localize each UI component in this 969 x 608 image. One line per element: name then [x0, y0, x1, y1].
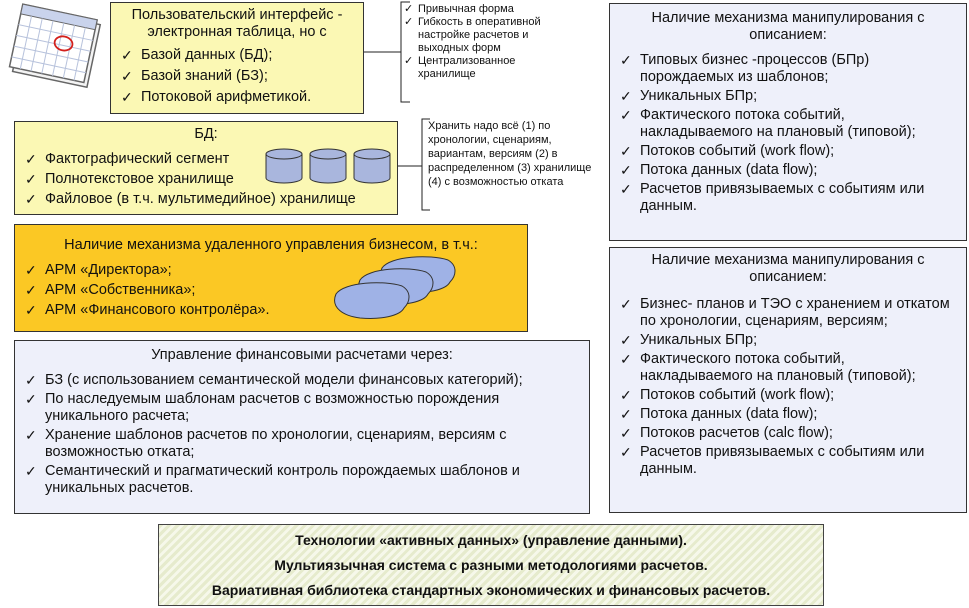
- list-item: АРМ «Собственника»;: [21, 282, 521, 299]
- user-workstation-cloud-icon: [334, 256, 456, 319]
- list-item: Потока данных (data flow);: [616, 162, 960, 179]
- list-item: АРМ «Финансового контролёра».: [21, 302, 521, 319]
- ui-note: Привычная форма Гибкость в оперативной н…: [402, 3, 572, 81]
- list-item: Базой данных (БД);: [117, 47, 357, 64]
- db-title: БД:: [194, 126, 218, 142]
- calendar-icon: [8, 3, 102, 89]
- list-item: Уникальных БПр;: [616, 88, 960, 105]
- technologies-line-1: Технологии «активных данных» (управление…: [295, 532, 687, 548]
- list-item: Фактографический сегмент: [21, 151, 391, 168]
- list-item: Бизнес- планов и ТЭО с хранением и откат…: [616, 296, 960, 330]
- mechanism-1-list: Типовых бизнес -процессов (БПр) порождае…: [616, 52, 960, 215]
- list-item: Полнотекстовое хранилище: [21, 171, 391, 188]
- list-item: Привычная форма: [402, 3, 572, 16]
- list-item: Гибкость в оперативной настройке расчето…: [402, 16, 572, 55]
- mechanism-2-title: Наличие механизма манипулирования с опис…: [651, 252, 925, 285]
- mechanism-2-list: Бизнес- планов и ТЭО с хранением и откат…: [616, 296, 960, 478]
- mechanism-box-2: Наличие механизма манипулирования с опис…: [609, 247, 967, 513]
- fin-calc-box: Управление финансовыми расчетами через: …: [14, 340, 590, 514]
- list-item: По наследуемым шаблонам расчетов с возмо…: [21, 391, 583, 425]
- remote-management-list: АРМ «Директора»; АРМ «Собственника»; АРМ…: [21, 262, 521, 319]
- db-note-bracket: [398, 118, 430, 211]
- mechanism-1-title: Наличие механизма манипулирования с опис…: [651, 10, 925, 43]
- list-item: Потоков событий (work flow);: [616, 143, 960, 160]
- mechanism-box-1: Наличие механизма манипулирования с опис…: [609, 3, 967, 241]
- list-item: Файловое (в т.ч. мультимедийное) хранили…: [21, 191, 391, 208]
- list-item: АРМ «Директора»;: [21, 262, 521, 279]
- fin-calc-list: БЗ (с использованием семантической модел…: [21, 372, 583, 497]
- ui-interface-list: Базой данных (БД); Базой знаний (БЗ); По…: [117, 47, 357, 106]
- technologies-line-3: Вариативная библиотека стандартных эконо…: [211, 582, 771, 598]
- list-item: Потоков событий (work flow);: [616, 387, 960, 404]
- list-item: Типовых бизнес -процессов (БПр) порождае…: [616, 52, 960, 86]
- list-item: БЗ (с использованием семантической модел…: [21, 372, 583, 389]
- technologies-box: Технологии «активных данных» (управление…: [158, 524, 824, 606]
- fin-calc-title: Управление финансовыми расчетами через:: [151, 347, 453, 363]
- list-item: Фактического потока событий, накладываем…: [616, 107, 960, 141]
- list-item: Потоков расчетов (calc flow);: [616, 425, 960, 442]
- db-list: Фактографический сегмент Полнотекстовое …: [21, 151, 391, 208]
- list-item: Уникальных БПр;: [616, 332, 960, 349]
- ui-note-bracket: [364, 1, 410, 103]
- remote-management-title: Наличие механизма удаленного управления …: [64, 237, 478, 253]
- ui-interface-box: Пользовательский интерфейс - электронная…: [110, 2, 364, 114]
- database-cylinder-icon: [265, 148, 391, 184]
- technologies-line-2: Мультиязычная система с разными методоло…: [274, 557, 708, 573]
- ui-interface-title: Пользовательский интерфейс - электронная…: [131, 7, 343, 40]
- list-item: Централизованное хранилище: [402, 55, 572, 81]
- list-item: Фактического потока событий, накладываем…: [616, 351, 960, 385]
- list-item: Расчетов привязываемых с событиям или да…: [616, 181, 960, 215]
- db-note: Хранить надо всё (1) по хронологии, сцен…: [428, 120, 592, 188]
- list-item: Хранение шаблонов расчетов по хронологии…: [21, 427, 583, 461]
- list-item: Базой знаний (БЗ);: [117, 68, 357, 85]
- list-item: Расчетов привязываемых с событиям или да…: [616, 444, 960, 478]
- list-item: Семантический и прагматический контроль …: [21, 463, 583, 497]
- list-item: Потока данных (data flow);: [616, 406, 960, 423]
- list-item: Потоковой арифметикой.: [117, 89, 357, 106]
